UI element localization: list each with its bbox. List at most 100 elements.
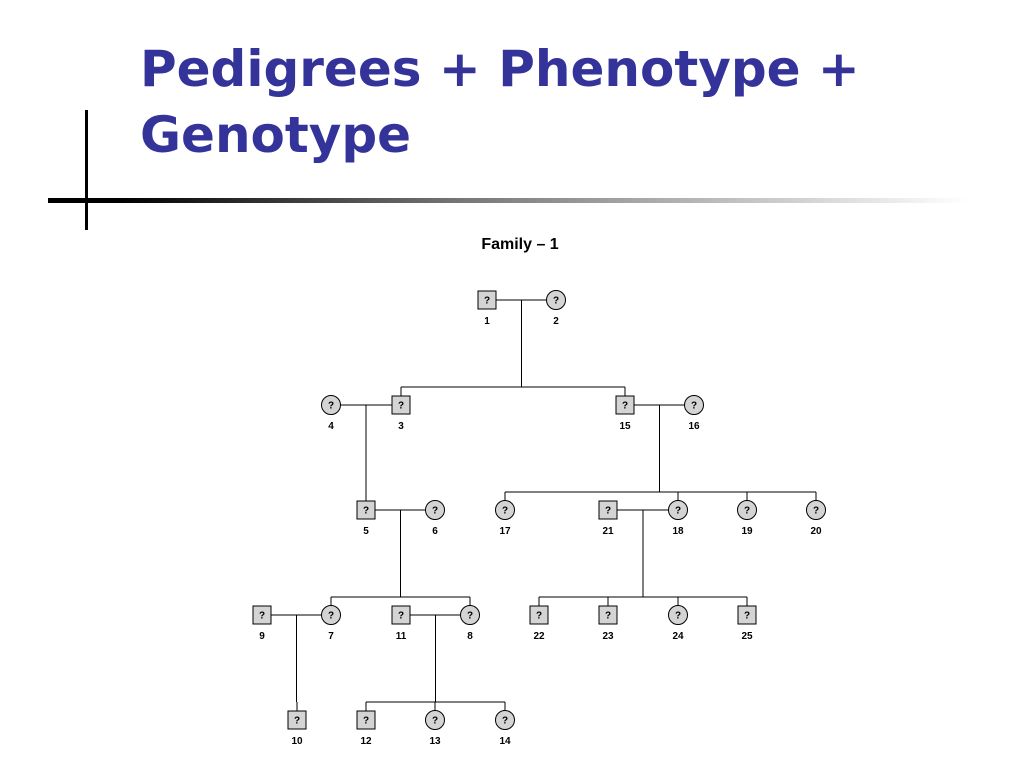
female-circle-icon	[495, 500, 515, 520]
female-circle-icon	[668, 605, 688, 625]
unknown-phenotype-mark: ?	[813, 506, 819, 517]
individual-3: ?3	[391, 395, 411, 432]
individual-11: ? 11	[391, 605, 411, 642]
female-circle-icon	[668, 500, 688, 520]
individual-id-label: 19	[741, 526, 753, 537]
individual-15: ? 15	[615, 395, 635, 432]
title-vertical-rule	[85, 110, 88, 230]
individual-id-label: 23	[602, 631, 614, 642]
unknown-phenotype-mark: ?	[328, 611, 334, 622]
individual-2: ?2	[546, 290, 566, 327]
unknown-phenotype-mark: ?	[484, 296, 490, 307]
female-circle-icon	[425, 500, 445, 520]
individual-14: ? 14	[495, 710, 515, 747]
individual-id-label: 18	[672, 526, 684, 537]
individual-25: ? 25	[737, 605, 757, 642]
female-circle-icon	[495, 710, 515, 730]
male-square-icon	[737, 605, 757, 625]
unknown-phenotype-mark: ?	[294, 716, 300, 727]
unknown-phenotype-mark: ?	[675, 611, 681, 622]
female-circle-icon	[806, 500, 826, 520]
individual-id-label: 25	[741, 631, 753, 642]
individual-id-label: 6	[432, 526, 438, 537]
unknown-phenotype-mark: ?	[691, 401, 697, 412]
female-circle-icon	[684, 395, 704, 415]
individual-24: ? 24	[668, 605, 688, 642]
individual-16: ? 16	[684, 395, 704, 432]
individual-id-label: 13	[429, 736, 441, 747]
individual-20: ? 20	[806, 500, 826, 537]
slide-title: Pedigrees + Phenotype + Genotype	[140, 36, 1000, 168]
individual-id-label: 2	[553, 316, 559, 327]
female-circle-icon	[321, 395, 341, 415]
individual-id-label: 10	[291, 736, 303, 747]
individual-7: ?7	[321, 605, 341, 642]
unknown-phenotype-mark: ?	[553, 296, 559, 307]
individual-10: ? 10	[287, 710, 307, 747]
unknown-phenotype-mark: ?	[502, 506, 508, 517]
individual-17: ? 17	[495, 500, 515, 537]
slide-title-line-2: Genotype	[140, 106, 412, 164]
unknown-phenotype-mark: ?	[432, 506, 438, 517]
individual-id-label: 14	[499, 736, 511, 747]
male-square-icon	[598, 500, 618, 520]
individual-id-label: 5	[363, 526, 369, 537]
individual-5: ?5	[356, 500, 376, 537]
individual-id-label: 12	[360, 736, 372, 747]
male-square-icon	[356, 500, 376, 520]
individual-23: ?23	[598, 605, 618, 642]
female-circle-icon	[546, 290, 566, 310]
individual-id-label: 17	[499, 526, 511, 537]
male-square-icon	[287, 710, 307, 730]
unknown-phenotype-mark: ?	[744, 611, 750, 622]
individual-id-label: 9	[259, 631, 265, 642]
male-square-icon	[252, 605, 272, 625]
unknown-phenotype-mark: ?	[398, 611, 404, 622]
pedigree-individuals: ?1?2?3?4?15?16?5?6?17?21?18?19?20?9?7?11…	[252, 290, 826, 747]
male-square-icon	[391, 605, 411, 625]
pedigree-lines	[271, 299, 817, 711]
individual-6: ?6	[425, 500, 445, 537]
female-circle-icon	[425, 710, 445, 730]
male-square-icon	[598, 605, 618, 625]
individual-19: ? 19	[737, 500, 757, 537]
unknown-phenotype-mark: ?	[328, 401, 334, 412]
unknown-phenotype-mark: ?	[467, 611, 473, 622]
unknown-phenotype-mark: ?	[744, 506, 750, 517]
individual-4: ?4	[321, 395, 341, 432]
unknown-phenotype-mark: ?	[398, 401, 404, 412]
female-circle-icon	[321, 605, 341, 625]
individual-id-label: 7	[328, 631, 334, 642]
individual-id-label: 15	[619, 421, 631, 432]
individual-12: ? 12	[356, 710, 376, 747]
individual-13: ? 13	[425, 710, 445, 747]
individual-21: ?21	[598, 500, 618, 537]
individual-1: ?1	[477, 290, 497, 327]
individual-id-label: 3	[398, 421, 404, 432]
unknown-phenotype-mark: ?	[363, 506, 369, 517]
unknown-phenotype-mark: ?	[536, 611, 542, 622]
individual-id-label: 20	[810, 526, 822, 537]
slide-title-line-1: Pedigrees + Phenotype +	[140, 40, 860, 98]
female-circle-icon	[460, 605, 480, 625]
unknown-phenotype-mark: ?	[675, 506, 681, 517]
female-circle-icon	[737, 500, 757, 520]
unknown-phenotype-mark: ?	[502, 716, 508, 727]
diagram-title: Family – 1	[481, 236, 559, 253]
male-square-icon	[477, 290, 497, 310]
unknown-phenotype-mark: ?	[622, 401, 628, 412]
male-square-icon	[529, 605, 549, 625]
individual-id-label: 24	[672, 631, 684, 642]
individual-22: ?22	[529, 605, 549, 642]
individual-id-label: 11	[396, 631, 407, 642]
unknown-phenotype-mark: ?	[363, 716, 369, 727]
unknown-phenotype-mark: ?	[432, 716, 438, 727]
individual-id-label: 8	[467, 631, 473, 642]
individual-9: ?9	[252, 605, 272, 642]
unknown-phenotype-mark: ?	[259, 611, 265, 622]
male-square-icon	[391, 395, 411, 415]
individual-id-label: 16	[688, 421, 700, 432]
individual-8: ?8	[460, 605, 480, 642]
individual-id-label: 21	[602, 526, 614, 537]
